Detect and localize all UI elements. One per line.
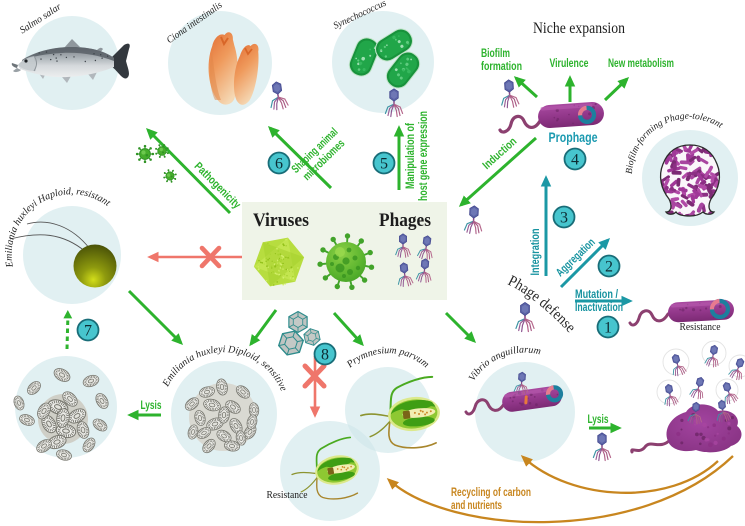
svg-text:Mutation /: Mutation /	[575, 289, 619, 301]
svg-text:Virulence: Virulence	[550, 58, 589, 70]
svg-text:Pathogenicity: Pathogenicity	[192, 160, 243, 211]
svg-text:Biofilm: Biofilm	[481, 48, 510, 60]
svg-text:Inactivation: Inactivation	[575, 302, 623, 314]
svg-text:Induction: Induction	[481, 136, 519, 172]
svg-text:Resistance: Resistance	[267, 490, 309, 501]
svg-text:5: 5	[380, 156, 388, 173]
svg-text:2: 2	[605, 259, 613, 276]
svg-text:New metabolism: New metabolism	[608, 58, 674, 70]
svg-text:Integration: Integration	[530, 229, 542, 276]
svg-text:Prymnesium parvum: Prymnesium parvum	[344, 345, 431, 371]
svg-text:Phages: Phages	[379, 210, 431, 231]
svg-text:Viruses: Viruses	[253, 210, 309, 231]
svg-text:3: 3	[560, 210, 568, 227]
svg-text:6: 6	[275, 156, 283, 173]
svg-text:Prophage: Prophage	[549, 129, 598, 145]
svg-text:Manipulation ofhost gene expre: Manipulation ofhost gene expression	[405, 111, 430, 201]
svg-text:Niche expansion: Niche expansion	[533, 20, 625, 37]
svg-text:Recycling of carbon: Recycling of carbon	[451, 487, 531, 499]
svg-text:1: 1	[604, 320, 612, 337]
svg-text:7: 7	[84, 323, 92, 340]
svg-text:Lysis: Lysis	[588, 414, 609, 426]
svg-text:formation: formation	[481, 61, 522, 73]
svg-text:and nutrients: and nutrients	[451, 500, 502, 512]
svg-text:4: 4	[571, 152, 579, 169]
svg-text:8: 8	[321, 347, 329, 364]
svg-text:Lysis: Lysis	[141, 400, 162, 412]
svg-text:Resistance: Resistance	[680, 322, 722, 333]
